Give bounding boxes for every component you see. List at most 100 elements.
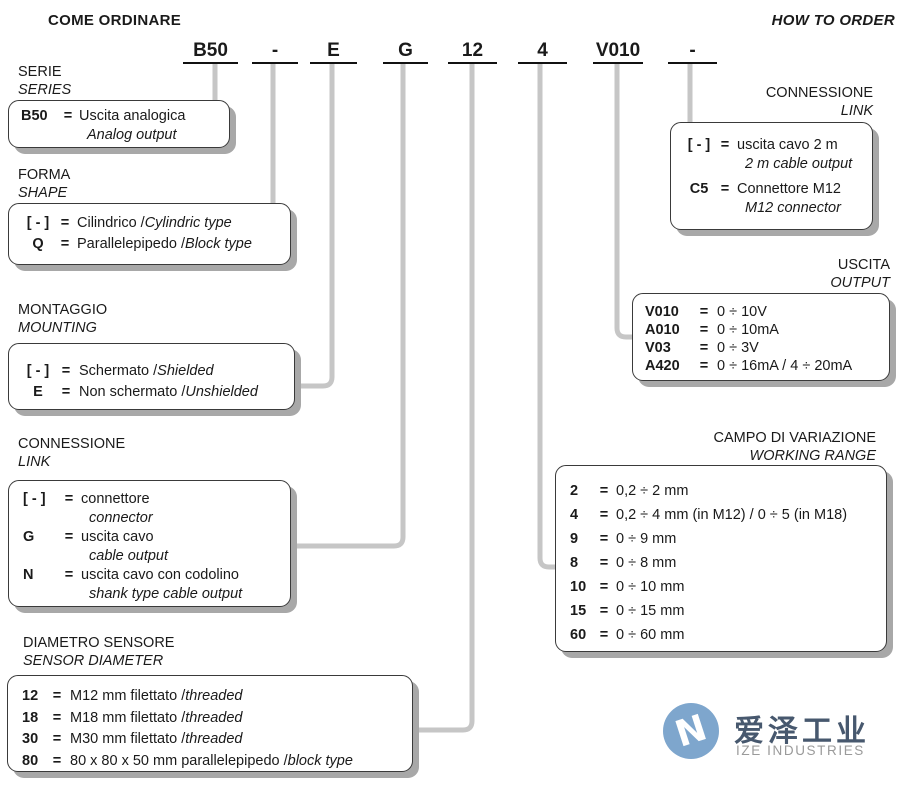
option-row: C5 = Connettore M12 M12 connector: [681, 180, 872, 218]
ize-logo-mark: N: [663, 703, 719, 759]
series-label: SERIE SERIES: [18, 63, 71, 99]
option-code: 9: [570, 531, 579, 547]
code-segment-diameter: 12: [448, 40, 497, 64]
option-code: Q: [32, 236, 44, 252]
output-label-en: OUTPUT: [830, 275, 890, 291]
output-label-it: USCITA: [837, 257, 890, 273]
mounting-label-en: MOUNTING: [18, 320, 97, 336]
option-text-en: threaded: [185, 688, 243, 704]
link-right-label: CONNESSIONE LINK: [766, 84, 873, 120]
option-row: V03 = 0 ÷ 3V: [645, 339, 889, 357]
option-text-it: M18 mm filettato /: [70, 709, 186, 726]
option-code: G: [23, 529, 35, 545]
mounting-label-it: MONTAGGIO: [18, 302, 108, 318]
equals-sign: =: [599, 627, 609, 643]
diameter-label-en: SENSOR DIAMETER: [23, 653, 164, 669]
option-row: 30 = M30 mm filettato / threaded: [22, 729, 412, 751]
code-segment-series: B50: [183, 40, 238, 64]
equals-sign: =: [599, 507, 609, 523]
option-code: [ - ]: [23, 491, 46, 507]
option-code: A420: [645, 358, 680, 374]
equals-sign: =: [61, 384, 71, 400]
mounting-box: [ - ] = Schermato / Shielded E = Non sch…: [8, 343, 295, 410]
option-row: 8 = 0 ÷ 8 mm: [570, 551, 886, 575]
option-value: 0 ÷ 10 mm: [616, 579, 685, 595]
equals-sign: =: [599, 603, 609, 619]
option-code: [ - ]: [26, 363, 50, 379]
shape-label-it: FORMA: [18, 167, 71, 183]
option-row: 9 = 0 ÷ 9 mm: [570, 527, 886, 551]
option-code: 60: [570, 627, 587, 643]
output-box: V010 = 0 ÷ 10V A010 = 0 ÷ 10mA V03 = 0 ÷…: [632, 293, 890, 381]
option-text-en: connector: [89, 510, 153, 526]
shape-label: FORMA SHAPE: [18, 166, 70, 202]
option-text-it: connettore: [81, 491, 150, 507]
option-code: A010: [645, 322, 680, 338]
code-segment-mounting: E: [310, 40, 357, 64]
option-code: 15: [570, 603, 587, 619]
option-code: 2: [570, 483, 579, 499]
link-right-box: [ - ] = uscita cavo 2 m 2 m cable output…: [670, 122, 873, 230]
equals-sign: =: [699, 340, 709, 356]
diameter-label: DIAMETRO SENSORE SENSOR DIAMETER: [23, 634, 174, 670]
diameter-box: 12 = M12 mm filettato / threaded 18 = M1…: [7, 675, 413, 772]
option-code: B50: [21, 108, 48, 124]
option-text-en: threaded: [185, 709, 243, 726]
option-value: 0 ÷ 10V: [717, 304, 767, 320]
option-value: 0 ÷ 8 mm: [616, 555, 677, 571]
option-text-it: Uscita analogica: [79, 108, 186, 124]
option-text-it: uscita cavo con codolino: [81, 567, 239, 583]
equals-sign: =: [720, 137, 730, 153]
option-row: 60 = 0 ÷ 60 mm: [570, 623, 886, 647]
option-value: 0,2 ÷ 2 mm: [616, 483, 689, 499]
option-code: E: [33, 384, 43, 400]
mounting-label: MONTAGGIO MOUNTING: [18, 301, 107, 337]
option-row: B50 = Uscita analogica Analog output: [21, 107, 229, 145]
shape-box: [ - ] = Cilindrico / Cylindric type Q = …: [8, 203, 291, 265]
option-text: Connettore M12 M12 connector: [737, 180, 841, 218]
equals-sign: =: [599, 483, 609, 499]
option-value: 0 ÷ 10mA: [717, 322, 779, 338]
option-text-en: Shielded: [157, 363, 214, 379]
option-code: C5: [689, 181, 709, 197]
option-value: 0,2 ÷ 4 mm (in M12) / 0 ÷ 5 (in M18): [616, 507, 848, 523]
diameter-label-it: DIAMETRO SENSORE: [23, 635, 175, 651]
option-text-en: Block type: [185, 236, 252, 252]
option-text-en: M12 connector: [745, 200, 841, 216]
connector-mounting: [296, 64, 335, 389]
option-code: 4: [570, 507, 579, 523]
option-text-en: Unshielded: [185, 384, 258, 400]
equals-sign: =: [720, 181, 730, 197]
option-text-it: Schermato /: [79, 363, 158, 379]
option-code: 30: [22, 731, 39, 747]
option-text-it: Cilindrico /: [77, 215, 145, 231]
equals-sign: =: [599, 579, 609, 595]
option-row: [ - ] = Schermato / Shielded: [19, 361, 294, 382]
shape-label-en: SHAPE: [18, 185, 68, 201]
page-title-english: HOW TO ORDER: [771, 12, 895, 29]
output-label: USCITA OUTPUT: [830, 256, 890, 292]
option-text-it: uscita cavo 2 m: [737, 137, 838, 153]
option-code: V010: [645, 304, 679, 320]
link-left-label-en: LINK: [18, 454, 51, 470]
option-text-en: block type: [287, 752, 353, 769]
series-label-it: SERIE: [18, 64, 62, 80]
option-code: [ - ]: [26, 215, 50, 231]
equals-sign: =: [52, 731, 62, 747]
option-text: uscita cavo con codolino shank type cabl…: [81, 566, 242, 604]
option-code: 12: [22, 688, 39, 704]
equals-sign: =: [63, 108, 73, 124]
option-row: E = Non schermato / Unshielded: [19, 382, 294, 403]
option-row: N = uscita cavo con codolino shank type …: [23, 566, 290, 604]
connector-range: [537, 64, 558, 570]
option-row: [ - ] = connettore connector: [23, 490, 290, 528]
equals-sign: =: [61, 363, 71, 379]
equals-sign: =: [599, 555, 609, 571]
working-range-box: 2 = 0,2 ÷ 2 mm 4 = 0,2 ÷ 4 mm (in M12) /…: [555, 465, 887, 652]
equals-sign: =: [699, 358, 709, 374]
option-text: Uscita analogica Analog output: [79, 107, 185, 145]
option-row: 18 = M18 mm filettato / threaded: [22, 708, 412, 730]
equals-sign: =: [52, 752, 62, 769]
